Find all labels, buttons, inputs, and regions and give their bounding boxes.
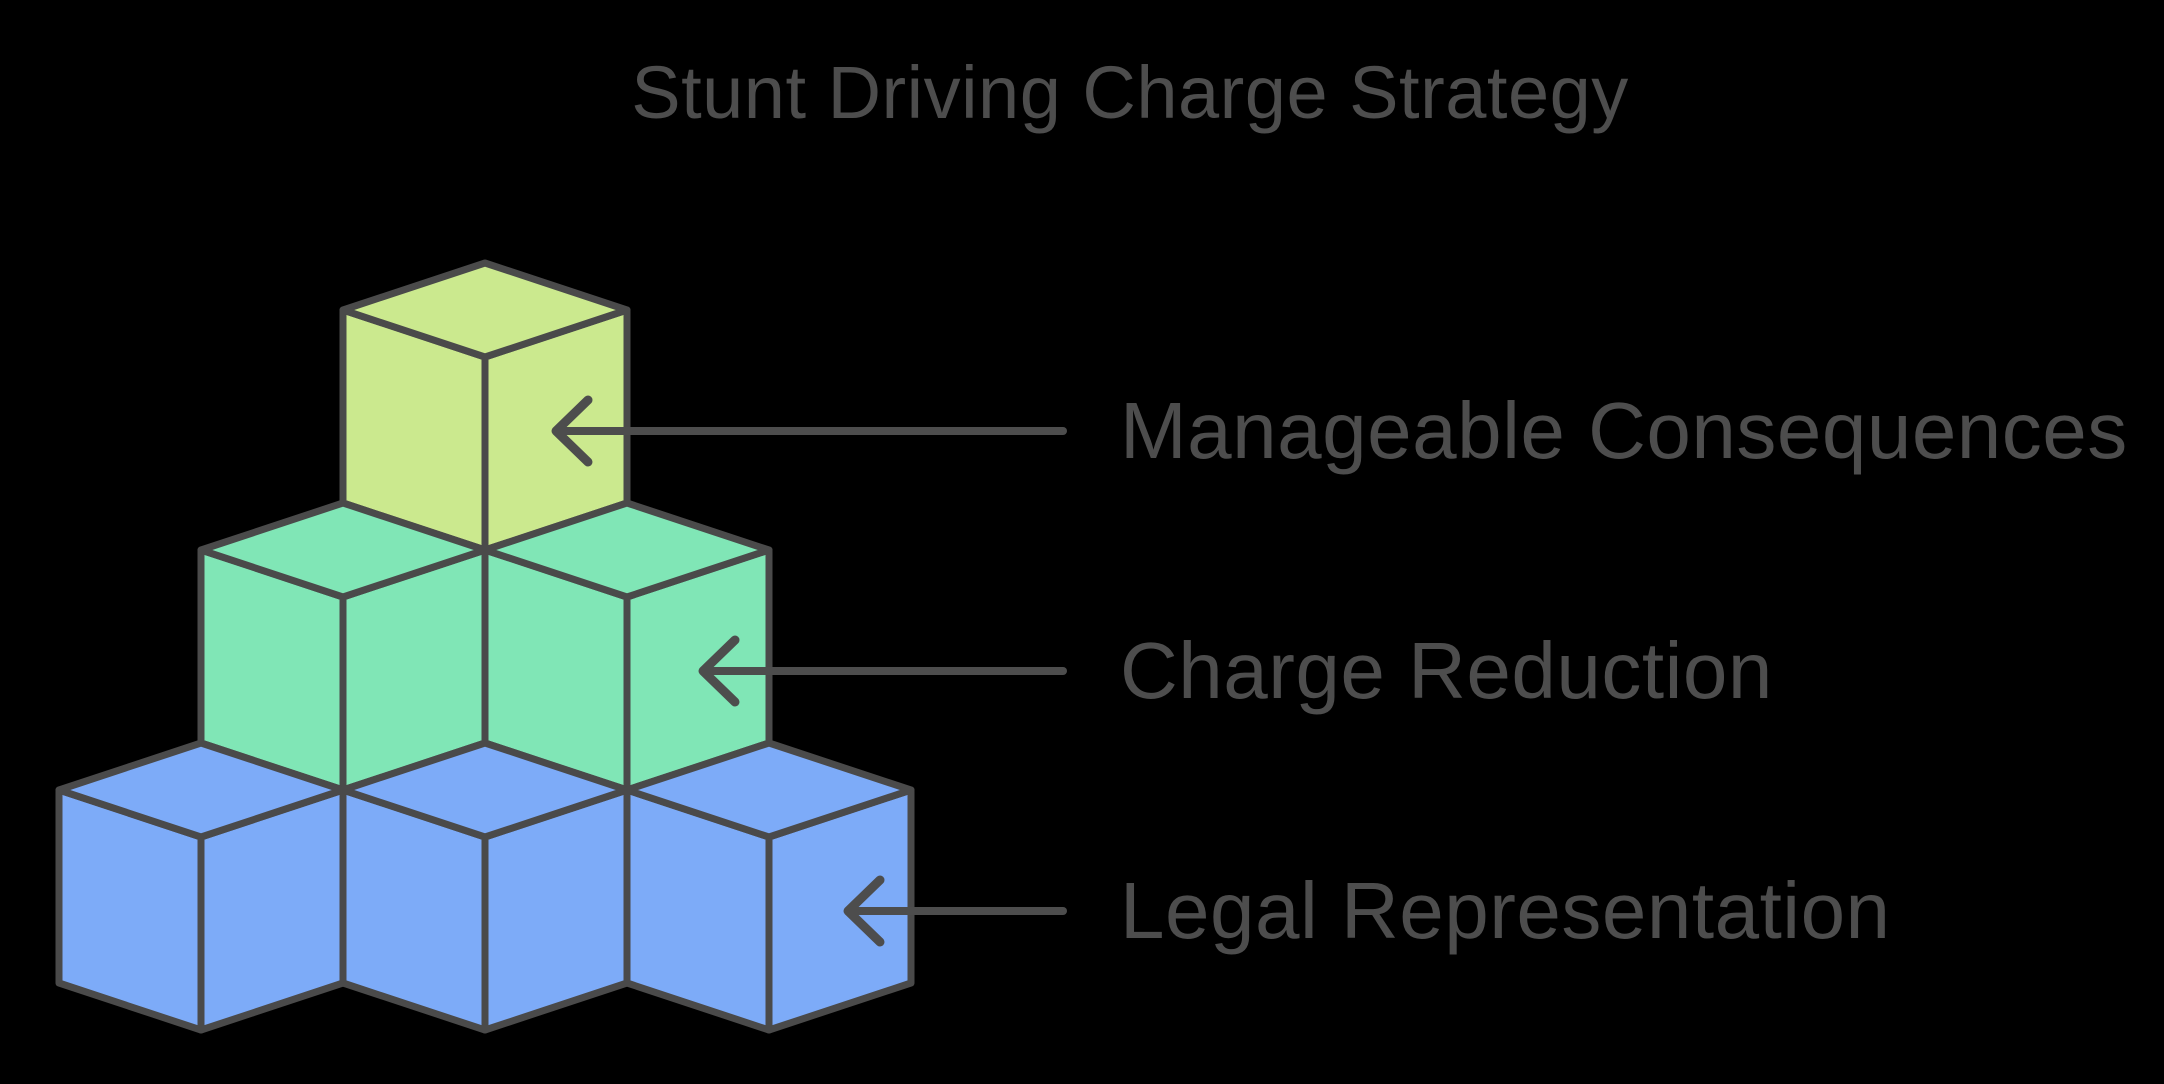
diagram-title: Stunt Driving Charge Strategy: [631, 51, 1629, 134]
cube-level-3-3: [623, 739, 915, 1034]
callout-arrow-level-1: [551, 395, 1067, 467]
arrowhead-icon: [843, 875, 885, 947]
cube-level-3-2: [339, 739, 631, 1034]
callout-arrow-level-2: [698, 635, 1067, 707]
cube-level-2-1: [197, 499, 489, 794]
cube-top-face: [339, 259, 631, 361]
arrowhead-icon: [551, 395, 593, 467]
label-manageable-consequences: Manageable Consequences: [1120, 386, 2128, 475]
cube-top-face: [55, 739, 347, 841]
cube-top-face: [623, 739, 915, 841]
label-charge-reduction: Charge Reduction: [1120, 626, 1773, 715]
arrowhead-icon: [698, 635, 740, 707]
cube-top-face: [481, 499, 773, 601]
cube-top-face: [197, 499, 489, 601]
cube-top-face: [339, 739, 631, 841]
callout-arrow-level-3: [843, 875, 1067, 947]
label-legal-representation: Legal Representation: [1120, 866, 1891, 955]
cube-level-2-2: [481, 499, 773, 794]
cube-level-3-1: [55, 739, 347, 1034]
